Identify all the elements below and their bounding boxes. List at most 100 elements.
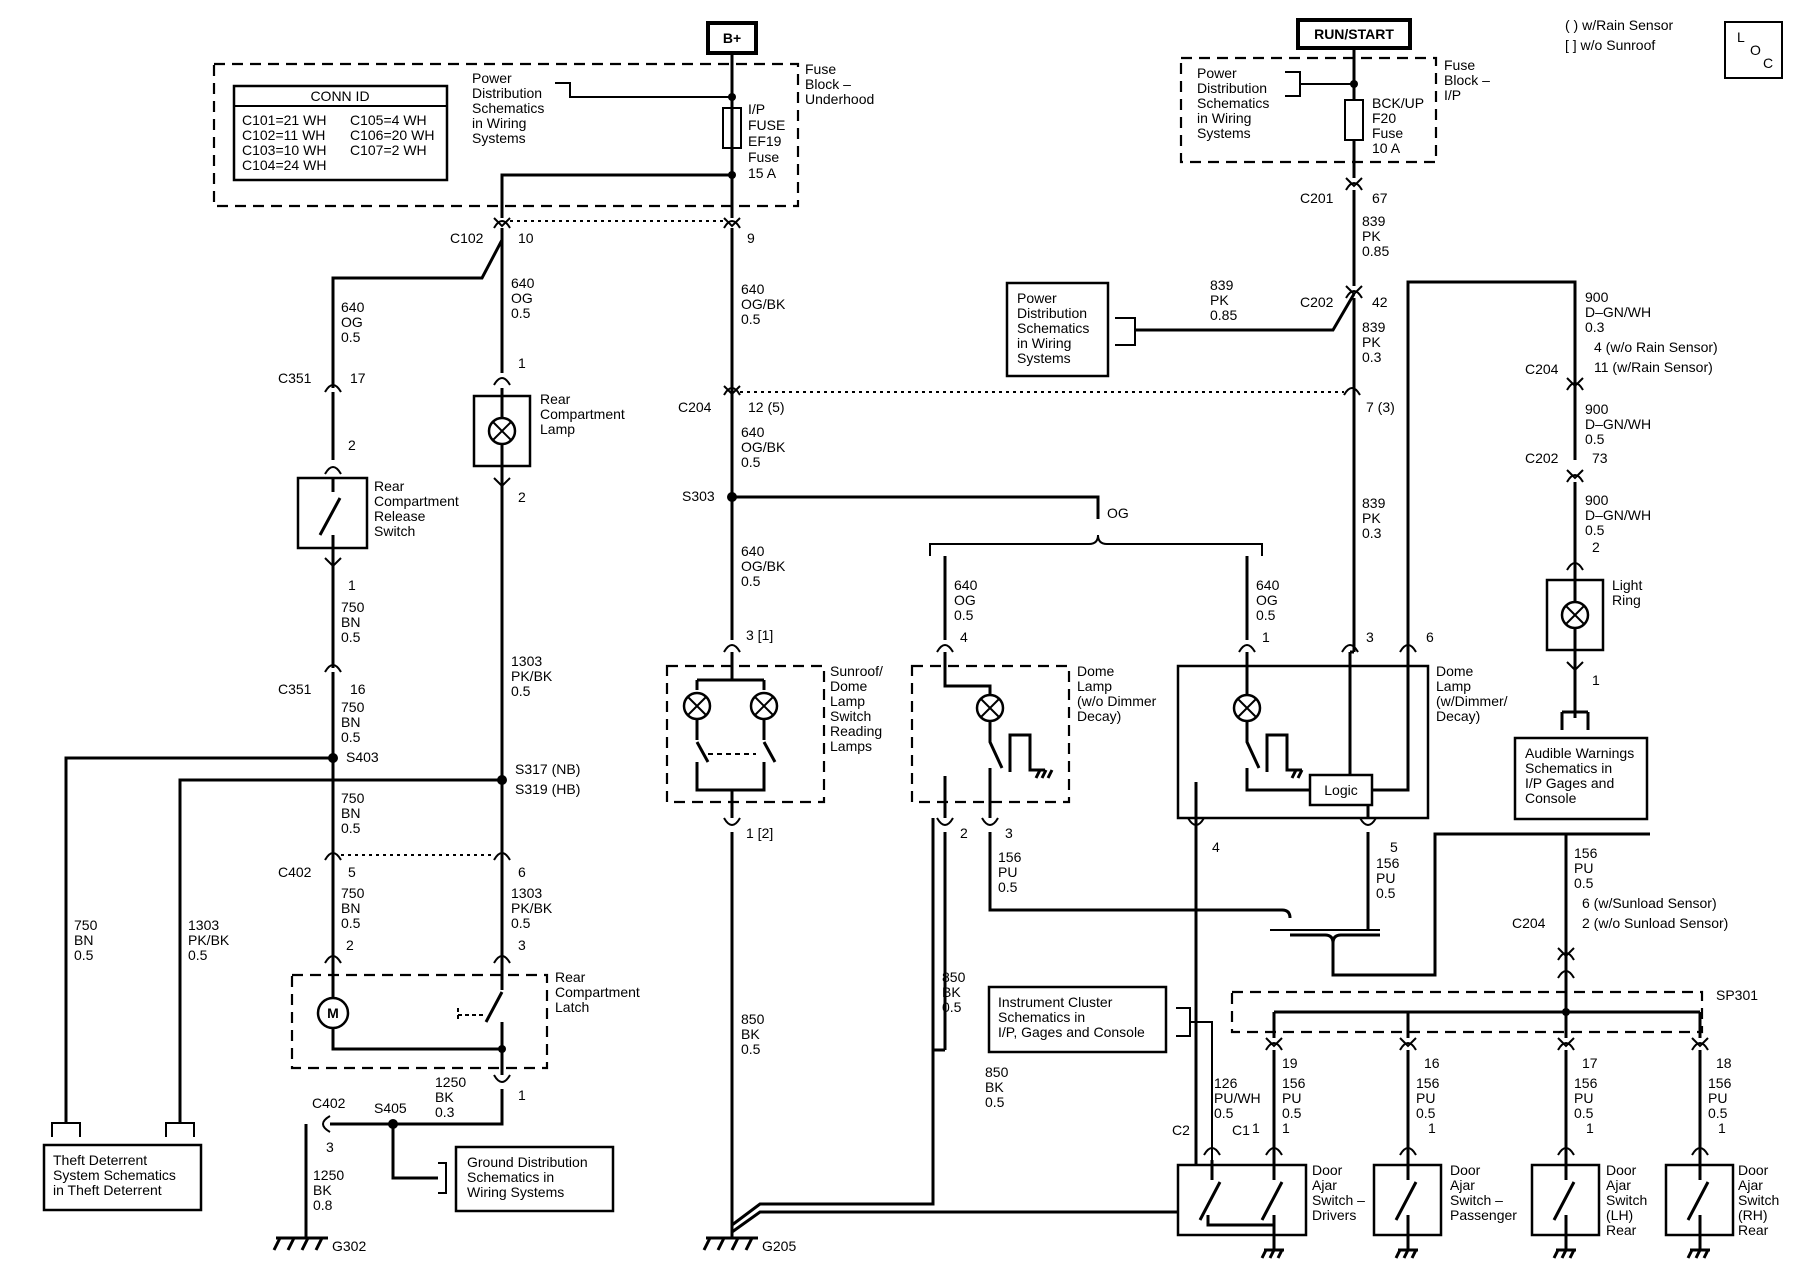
svg-text:Latch: Latch	[555, 999, 589, 1015]
svg-text:0.5: 0.5	[1376, 885, 1396, 901]
wire-label-750-theft: 750 BN 0.5	[74, 917, 98, 963]
svg-text:Schematics in: Schematics in	[998, 1009, 1085, 1025]
svg-text:42: 42	[1372, 294, 1388, 310]
svg-text:Rear: Rear	[1738, 1222, 1769, 1238]
conn-id-table: CONN ID C101=21 WH C102=11 WH C103=10 WH…	[232, 84, 449, 182]
wire-label-156-rh: 156 PU 0.5 1	[1708, 1075, 1732, 1136]
svg-text:0.5: 0.5	[341, 820, 361, 836]
instrument-cluster-ref: Instrument Cluster Schematics in I/P, Ga…	[987, 985, 1213, 1160]
logic-module-label: Logic	[1324, 782, 1357, 798]
svg-text:(LH): (LH)	[1606, 1207, 1633, 1223]
svg-text:C204: C204	[1512, 915, 1546, 931]
pin-label: 2	[1592, 539, 1600, 555]
svg-text:Switch: Switch	[1606, 1192, 1647, 1208]
svg-text:0.85: 0.85	[1362, 243, 1389, 259]
svg-text:Fuse: Fuse	[805, 61, 836, 77]
pin-label: 1	[518, 1087, 526, 1103]
svg-text:PK/BK: PK/BK	[511, 900, 553, 916]
light-ring: Light Ring	[1545, 570, 1642, 652]
connector-c102: C102 10 9	[450, 217, 755, 246]
wire-label-850-2: 850 BK 0.5	[942, 969, 966, 1015]
door-ajar-switch-rh-rear: 18 156 PU 0.5 1 Door Ajar Switch (RH) Re…	[1664, 1037, 1779, 1259]
pin-label: 1	[1592, 672, 1600, 688]
svg-text:3: 3	[326, 1139, 334, 1155]
svg-text:B+: B+	[723, 30, 741, 46]
svg-text:Power: Power	[1017, 290, 1057, 306]
svg-text:73: 73	[1592, 450, 1608, 466]
svg-text:BK: BK	[313, 1182, 332, 1198]
svg-text:900: 900	[1585, 401, 1609, 417]
svg-text:Light: Light	[1612, 577, 1642, 593]
wire-label-839-b: 839 PK 0.3	[1362, 319, 1386, 365]
svg-text:C: C	[1763, 55, 1773, 71]
svg-text:839: 839	[1362, 213, 1386, 229]
power-distribution-ref-middle: Power Distribution Schematics in Wiring …	[1005, 281, 1136, 378]
motor-label: M	[327, 1005, 339, 1021]
svg-text:Dome: Dome	[1077, 663, 1115, 679]
svg-text:PU: PU	[1376, 870, 1395, 886]
ground-g302: G302	[272, 1236, 366, 1254]
pin-label: 5	[1390, 839, 1398, 855]
power-distribution-ref-top-right: Power Distribution Schematics in Wiring …	[1197, 65, 1354, 141]
svg-text:I/P Gages and: I/P Gages and	[1525, 775, 1614, 791]
svg-text:0.5: 0.5	[942, 999, 962, 1015]
connector-c351-upper: C351 17	[278, 370, 366, 393]
wire-label-156-pu-dome: 156 PU 0.5	[998, 849, 1022, 895]
rear-compartment-lamp: Rear Compartment Lamp	[472, 388, 625, 468]
svg-text:Audible Warnings: Audible Warnings	[1525, 745, 1634, 761]
svg-text:Power: Power	[472, 70, 512, 86]
svg-text:1250: 1250	[313, 1167, 344, 1183]
svg-text:OG: OG	[1107, 505, 1129, 521]
svg-text:C351: C351	[278, 681, 312, 697]
svg-text:0.85: 0.85	[1210, 307, 1237, 323]
svg-text:in Wiring: in Wiring	[472, 115, 526, 131]
svg-text:Block –: Block –	[1444, 72, 1490, 88]
power-distribution-ref-left: Power Distribution Schematics in Wiring …	[472, 70, 732, 146]
svg-text:OG: OG	[511, 290, 533, 306]
svg-text:( ) w/Rain Sensor: ( ) w/Rain Sensor	[1565, 17, 1673, 33]
svg-text:Lamps: Lamps	[830, 738, 872, 754]
pin-label: 4	[960, 629, 968, 645]
wire-label-850: 850 BK 0.5	[741, 1011, 765, 1057]
svg-text:0.5: 0.5	[341, 329, 361, 345]
svg-text:OG/BK: OG/BK	[741, 558, 786, 574]
ground-distribution-ref: Ground Distribution Schematics in Wiring…	[438, 1145, 615, 1213]
svg-text:PU: PU	[1282, 1090, 1301, 1106]
svg-text:O: O	[1750, 42, 1761, 58]
svg-text:Rear: Rear	[1606, 1222, 1637, 1238]
svg-text:0.3: 0.3	[1362, 349, 1382, 365]
svg-text:16: 16	[1424, 1055, 1440, 1071]
svg-text:Fuse: Fuse	[748, 149, 779, 165]
svg-text:Release: Release	[374, 508, 426, 524]
svg-text:156: 156	[1574, 845, 1598, 861]
svg-text:750: 750	[341, 885, 365, 901]
svg-text:OG/BK: OG/BK	[741, 439, 786, 455]
svg-text:17: 17	[350, 370, 366, 386]
wire-label-1303-2: 1303 PK/BK 0.5	[511, 885, 553, 931]
svg-text:0.5: 0.5	[511, 915, 531, 931]
svg-text:156: 156	[1416, 1075, 1440, 1091]
dome-lamp-no-dimmer: Dome Lamp (w/o Dimmer Decay)	[910, 652, 1157, 818]
svg-text:0.3: 0.3	[1585, 319, 1605, 335]
svg-text:FUSE: FUSE	[748, 117, 785, 133]
svg-text:0.5: 0.5	[1574, 1105, 1594, 1121]
svg-text:PK/BK: PK/BK	[511, 668, 553, 684]
wire-label-839-c: 839 PK 0.3	[1362, 495, 1386, 541]
connector-c204: C204 12 (5) 7 (3)	[678, 385, 1395, 415]
svg-text:1: 1	[1428, 1120, 1436, 1136]
svg-text:Lamp: Lamp	[1436, 678, 1471, 694]
svg-text:I/P, Gages and Console: I/P, Gages and Console	[998, 1024, 1145, 1040]
svg-text:0.5: 0.5	[74, 947, 94, 963]
svg-text:0.5: 0.5	[341, 915, 361, 931]
svg-text:640: 640	[741, 281, 765, 297]
svg-text:1: 1	[1718, 1120, 1726, 1136]
svg-text:D–GN/WH: D–GN/WH	[1585, 304, 1651, 320]
legend: ( ) w/Rain Sensor [ ] w/o Sunroof L O C	[1565, 17, 1783, 79]
svg-text:C106=20 WH: C106=20 WH	[350, 127, 434, 143]
svg-text:6: 6	[518, 864, 526, 880]
pin-label: 1	[518, 355, 526, 371]
svg-text:Rear: Rear	[374, 478, 405, 494]
svg-text:0.5: 0.5	[985, 1094, 1005, 1110]
fuse-ef19: I/P FUSE EF19 Fuse 15 A	[722, 53, 785, 181]
svg-text:0.5: 0.5	[1416, 1105, 1436, 1121]
